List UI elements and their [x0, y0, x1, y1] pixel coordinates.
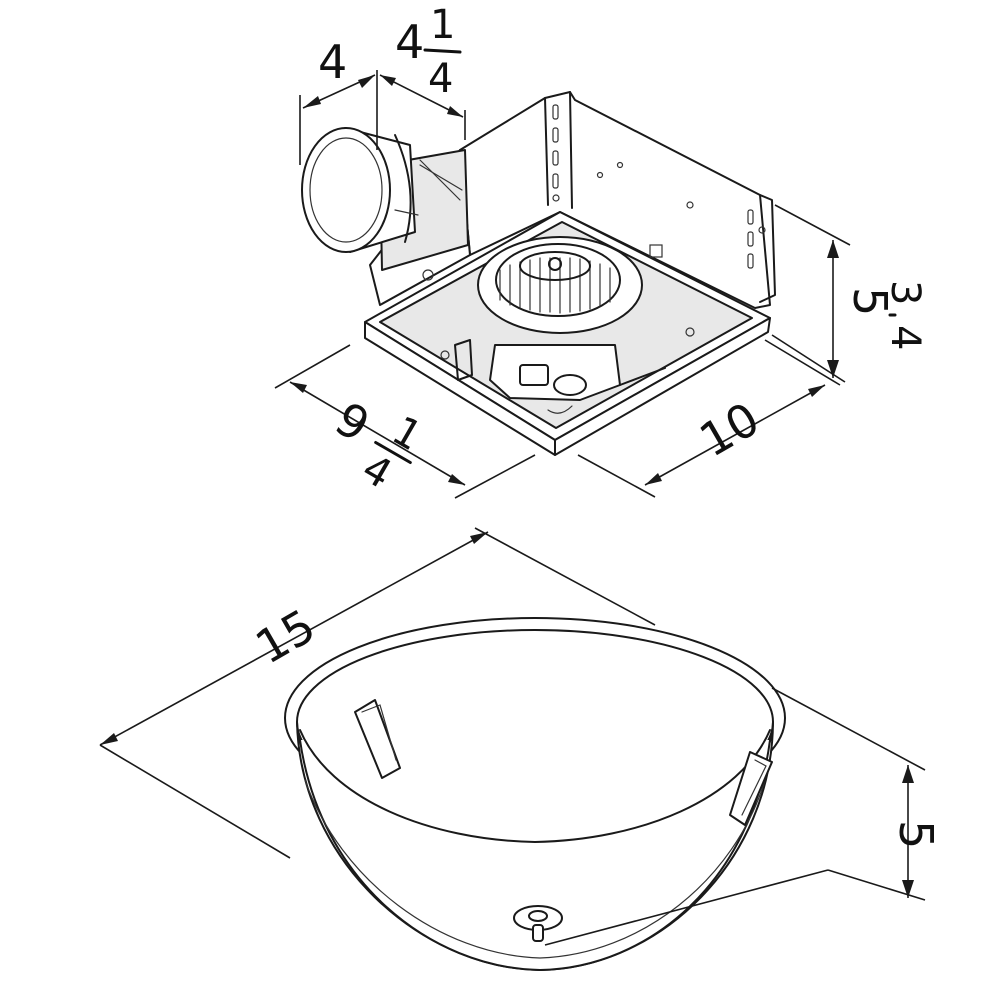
center-finial [513, 905, 563, 942]
dim-housing-height-numerator: 3 [882, 280, 928, 305]
dim-duct-depth-denominator: 4 [428, 56, 453, 102]
dim-duct-width-label: 4 [318, 35, 347, 89]
retaining-clip-right [729, 751, 773, 826]
dim-housing-height-denominator: 4 [882, 325, 928, 350]
dim-grille-height: 5 [544, 687, 943, 946]
dim-grille-height-label: 5 [889, 820, 943, 849]
dim-housing-height-whole: 5 [843, 287, 897, 316]
housing-back-plate [459, 91, 771, 309]
dim-housing-width-whole: 9 [326, 391, 378, 452]
dim-duct-depth: 4 1 4 [379, 2, 466, 140]
dim-duct-depth-numerator: 1 [430, 2, 455, 48]
fan-housing [301, 91, 776, 456]
dim-housing-width-denominator: 4 [354, 446, 399, 499]
dim-grille-diameter-label: 15 [247, 598, 325, 674]
glass-dome-grille [284, 617, 786, 971]
dim-duct-width: 4 [299, 35, 378, 165]
duct-connector [301, 127, 419, 253]
dim-housing-length-label: 10 [691, 391, 769, 467]
retaining-clip-left [354, 699, 401, 779]
motor-assembly [440, 244, 695, 414]
dim-housing-height: 5 3 4 [771, 204, 928, 383]
dim-duct-depth-whole: 4 [395, 15, 424, 69]
blower-wheel [477, 236, 643, 334]
bracket-slots [552, 104, 766, 269]
